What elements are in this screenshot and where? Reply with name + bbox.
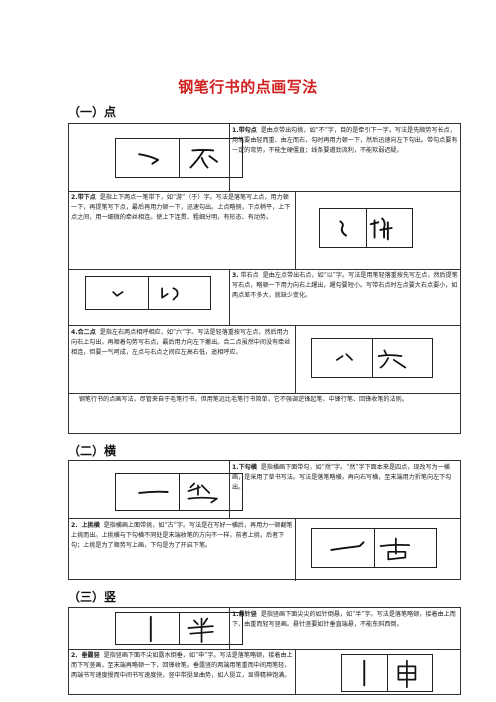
calligraphy-daigou-dian bbox=[138, 148, 218, 169]
section-heading-dot: （一）点 bbox=[68, 105, 117, 119]
shu-item-2: 2. 垂露竖 是指竖画下面不尖如露水倒垂，如“申”字。写法是落笔略顿，接着由上而… bbox=[71, 652, 293, 680]
shu-example-image-1 bbox=[115, 612, 243, 645]
calligraphy-shangtiao-heng bbox=[330, 537, 411, 561]
calligraphy-chuilu-shu bbox=[363, 659, 417, 689]
shu-example-image-2 bbox=[341, 654, 433, 692]
dot-table: 1.带勾点 是由点带出勾挑，如“不”字，目的是牵引下一字。写法是先顺势写长点，用… bbox=[68, 123, 461, 434]
dot-example-image-3 bbox=[85, 276, 211, 310]
section-heading-shu: （三）竖 bbox=[68, 590, 117, 604]
shu-item-1: 1.悬针竖 是指竖画下面尖尖的如针倒悬，如“半”字。写法是落笔略顿，接着由上而下… bbox=[232, 611, 456, 629]
dot-example-image-2 bbox=[319, 208, 413, 248]
dot-item-4: 4.合二点 是指左右两点相呼相应，如“六”字。写法是轻落重按写左点，然后用力向右… bbox=[71, 329, 291, 357]
dot-item-2: 2.带下点 是指上下两点一笔带下，如“游”（于）字。写法是落笔写上点，用力顿一下… bbox=[71, 194, 291, 222]
section-heading-heng: （二）横 bbox=[68, 444, 117, 458]
calligraphy-he-er-dian bbox=[335, 349, 407, 369]
dot-item-3: 3. 带右点 是由左点带出右点，如“以”字。写法是用笔轻落重按先写左点，然后提笔… bbox=[232, 272, 458, 300]
calligraphy-daixia-dian bbox=[339, 217, 393, 241]
heng-example-image-2 bbox=[311, 528, 437, 568]
heng-item-2: 2. 上挑横 是指横画上面带挑，如“古”字。写法是在写好一横后，再用力一顿翻笔上… bbox=[71, 522, 293, 550]
calligraphy-xiagou-heng bbox=[138, 482, 218, 504]
heng-table: 1.下勾横 是指横画下面带勾，如“然”字。“然”字下面本来是四点，现改写为一横画… bbox=[68, 460, 461, 581]
dot-item-1: 1.带勾点 是由点带出勾挑，如“不”字，目的是牵引下一字。写法是先顺势写长点，用… bbox=[232, 127, 458, 155]
heng-item-1: 1.下勾横 是指横画下面带勾，如“然”字。“然”字下面本来是四点，现改写为一横画… bbox=[232, 464, 452, 492]
dot-example-image-1 bbox=[115, 138, 243, 178]
dot-example-image-4 bbox=[311, 338, 433, 378]
page-title: 钢笔行书的点画写法 bbox=[178, 78, 318, 96]
shu-table: 1.悬针竖 是指竖画下面尖尖的如针倒悬，如“半”字。写法是落笔略顿，接着由上而下… bbox=[68, 607, 461, 695]
calligraphy-daiyou-dian bbox=[112, 287, 179, 301]
dot-note: 钢笔行书的点画写法，尽管来自于毛笔行书，但用笔远比毛笔行书简单，它不强调逆锋起笔… bbox=[78, 396, 408, 403]
calligraphy-xuanzhen-shu bbox=[149, 615, 214, 643]
heng-example-image-1 bbox=[115, 473, 243, 511]
